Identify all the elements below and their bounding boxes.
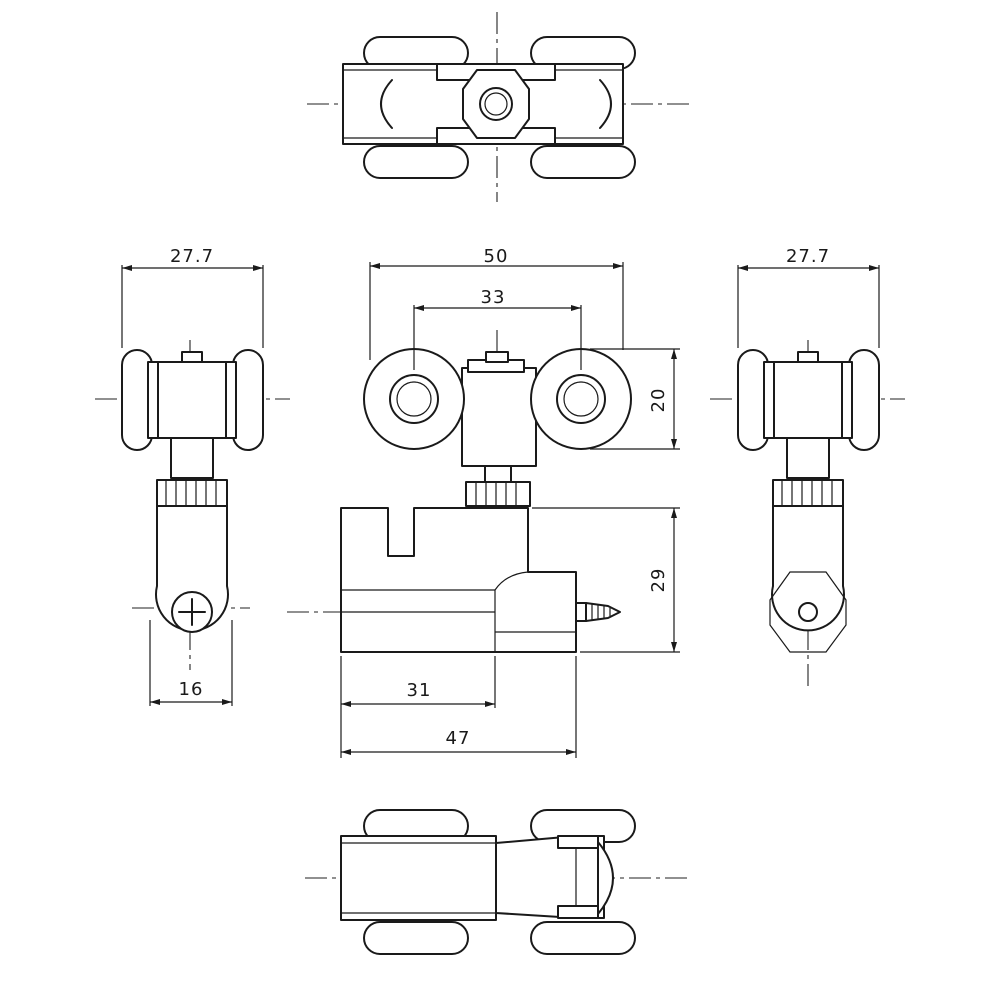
dim-wheel-spacing: 33 [481,287,506,308]
dim-wheel-height: 20 [648,388,669,413]
dim-width-right: 27.7 [786,246,830,267]
bottom-plan-view [305,809,688,955]
center-front-view: 50 33 20 29 31 47 [287,246,680,758]
dim-base-width-left: 16 [179,679,204,700]
dim-length-31: 31 [407,680,432,701]
left-side-view: 27.7 16 [95,246,290,706]
dim-bracket-height: 29 [648,568,669,593]
dim-length-47: 47 [446,728,471,749]
dim-width-center: 50 [484,246,509,267]
dim-width-left: 27.7 [170,246,214,267]
right-side-view: 27.7 [710,246,905,690]
top-plan-view [307,12,690,202]
